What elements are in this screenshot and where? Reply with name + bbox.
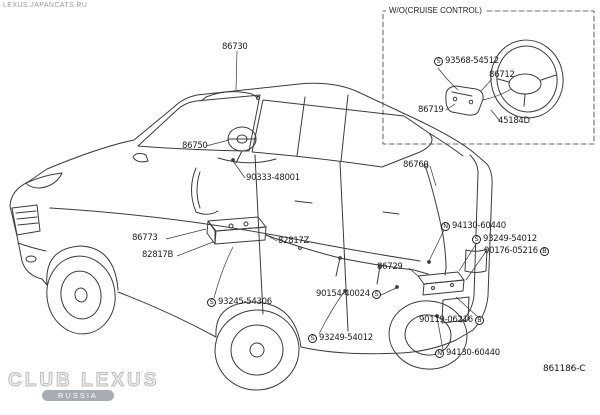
- part-number: 93568-54512: [445, 56, 499, 66]
- part-number: 86719: [418, 105, 444, 115]
- club-watermark: CLUB LEXUS RUSSIA: [7, 370, 160, 401]
- part-number: 86729: [377, 262, 403, 272]
- diagram-code: 861186-C: [543, 364, 586, 374]
- part-number: 94130-60440: [446, 348, 500, 358]
- part-number: 86730: [222, 42, 248, 52]
- part-label-86729: 86729: [377, 262, 403, 272]
- part-label-93245-54306: S 93245-54306: [207, 297, 272, 307]
- fastener-marker: B: [539, 246, 549, 256]
- part-label-90154-40024: 90154-40024 S: [316, 289, 381, 299]
- fastener-marker: S: [308, 333, 317, 343]
- part-number: 45184D: [498, 116, 530, 126]
- part-number: 86750: [182, 141, 208, 151]
- part-label-94130-60440: N 94130-60440: [435, 348, 500, 358]
- part-label-93249-54012: S 93249-54012: [472, 234, 537, 244]
- part-number: 93249-54012: [483, 234, 537, 244]
- part-number: 82817Z: [278, 236, 310, 246]
- part-number: 93249-54012: [319, 333, 373, 343]
- fastener-marker: S: [207, 297, 216, 307]
- part-number: 90333-48001: [246, 173, 300, 183]
- fastener-marker: N: [441, 221, 450, 231]
- part-label-86773: 86773: [132, 233, 158, 243]
- part-number: 86773: [132, 233, 158, 243]
- part-label-86730: 86730: [222, 42, 248, 52]
- part-label-94130-60440: N 94130-60440: [441, 221, 506, 231]
- fastener-marker: S: [472, 234, 481, 244]
- part-number: 90119-06216: [419, 315, 473, 325]
- part-label-86750: 86750: [182, 141, 208, 151]
- fastener-marker: S: [434, 56, 443, 66]
- part-label-93568-54512: S 93568-54512: [434, 56, 499, 66]
- part-label-86719: 86719: [418, 105, 444, 115]
- part-number: 94130-60440: [452, 221, 506, 231]
- part-number: 93245-54306: [218, 297, 272, 307]
- part-label-82817B: 82817B: [142, 250, 173, 260]
- part-number: 86712: [489, 70, 515, 80]
- part-label-00176-05216: 00176-05216 B: [484, 246, 549, 256]
- part-label-86760: 86760: [403, 160, 429, 170]
- fastener-marker: N: [435, 348, 444, 358]
- fastener-marker: B: [474, 315, 484, 325]
- part-number: 82817B: [142, 250, 174, 260]
- part-label-45184D: 45184D: [498, 116, 530, 126]
- part-label-90119-06216: 90119-06216 B: [419, 315, 484, 325]
- part-label-93249-54012: S 93249-54012: [308, 333, 373, 343]
- site-watermark: LEXUS.JAPANCATS.RU: [3, 2, 88, 9]
- club-watermark-text: CLUB LEXUS: [7, 370, 160, 392]
- part-number: 90154-40024: [316, 289, 370, 299]
- fastener-marker: S: [371, 289, 381, 299]
- part-label-82817Z: 82817Z: [278, 236, 309, 246]
- part-number: 86760: [403, 160, 429, 170]
- part-number: 00176-05216: [484, 246, 538, 256]
- inset-title: W/O(CRUISE CONTROL): [386, 6, 485, 15]
- club-watermark-subtext: RUSSIA: [42, 390, 114, 401]
- part-label-86712: 86712: [489, 70, 515, 80]
- part-label-90333-48001: 90333-48001: [246, 173, 300, 183]
